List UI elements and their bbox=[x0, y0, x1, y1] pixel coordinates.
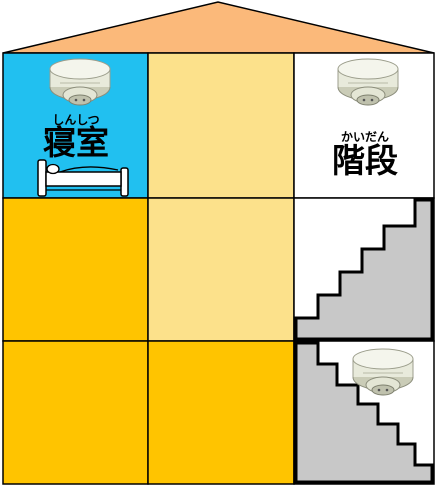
room-middle-top bbox=[147, 52, 295, 199]
bedroom-ruby: しんしつ bbox=[52, 113, 99, 127]
staircase-icon bbox=[294, 198, 434, 341]
bedroom-label: 寝室 bbox=[43, 123, 109, 162]
room-middle-middle bbox=[147, 197, 295, 342]
stairs-label: 階段 bbox=[332, 141, 398, 180]
roof bbox=[2, 1, 435, 54]
room-left-middle bbox=[2, 197, 149, 342]
room-left-bottom bbox=[2, 340, 149, 485]
stairs-ruby: かいだん bbox=[341, 130, 389, 144]
staircase-icon bbox=[294, 341, 434, 484]
bed-icon bbox=[37, 159, 129, 197]
room-middle-bottom bbox=[147, 340, 295, 485]
